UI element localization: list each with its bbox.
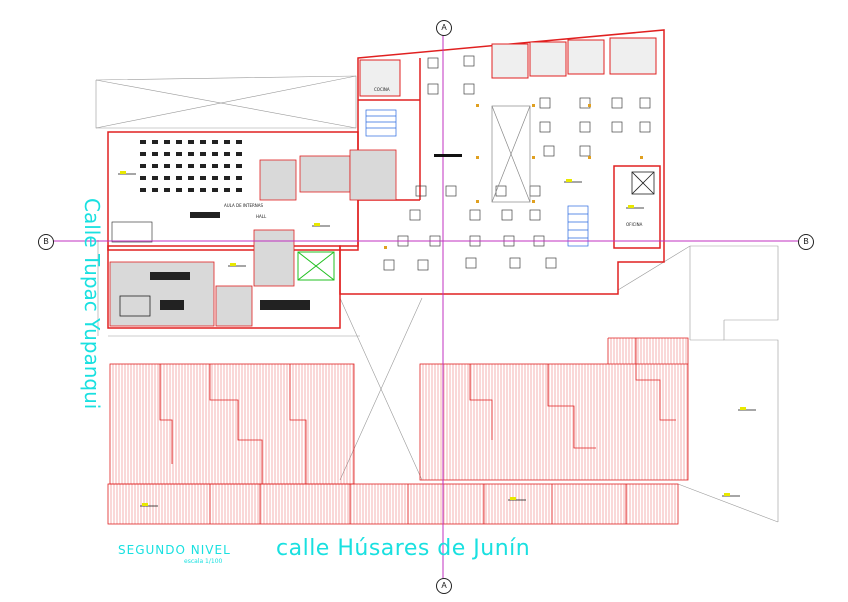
room-label-cocina: COCINA (374, 87, 390, 92)
stairs (365, 109, 589, 247)
room-label-oficina: OFICINA (626, 222, 643, 227)
level-title: SEGUNDO NIVEL (118, 543, 231, 557)
room-label-hall: HALL (256, 214, 267, 219)
section-mark (434, 154, 462, 157)
structural-columns (384, 104, 643, 249)
elevator (631, 171, 655, 195)
axis-marker-a-bottom: A (436, 578, 452, 594)
service-rooms (359, 37, 657, 97)
site-outline (95, 75, 779, 523)
green-planter (297, 251, 335, 281)
axis-lines (52, 34, 798, 578)
roof-block-left (109, 363, 355, 485)
axis-marker-a-top: A (436, 20, 452, 36)
axis-marker-b-left: B (38, 234, 54, 250)
level-symbols (118, 171, 756, 507)
hall-tables (383, 55, 651, 271)
street-label-left: Calle Tupac Yupanqui (80, 198, 104, 410)
street-label-bottom: calle Húsares de Junín (276, 536, 531, 561)
roof-hatch-lines (110, 338, 688, 524)
classroom-desks (111, 140, 310, 317)
roof-block-right (419, 337, 689, 481)
room-label-sala: AULA DE INTERNAS (224, 203, 264, 208)
level-scale: escala 1/100 (184, 558, 223, 565)
axis-marker-b-right: B (798, 234, 814, 250)
tiled-areas (109, 149, 397, 327)
